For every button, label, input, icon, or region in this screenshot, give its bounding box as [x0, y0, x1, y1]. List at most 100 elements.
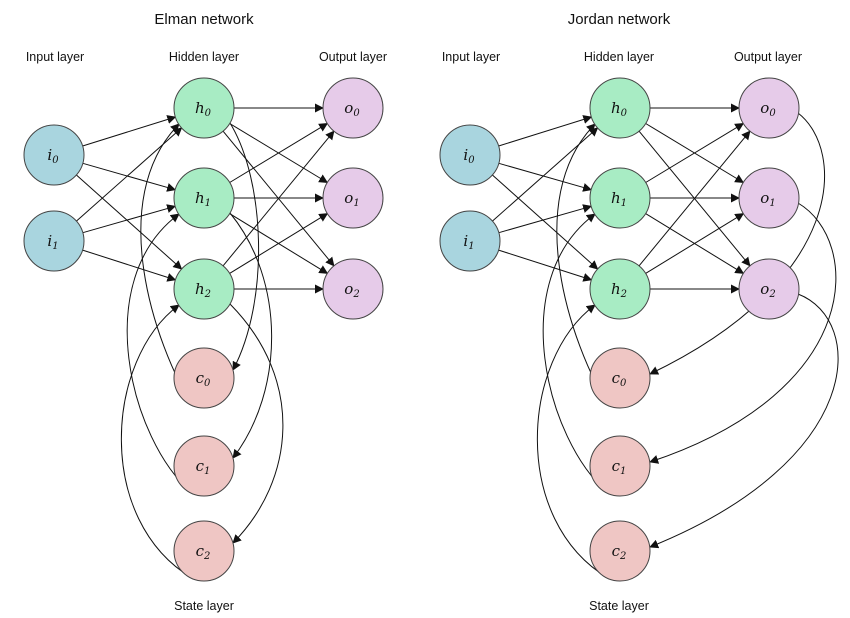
node-label: o2 — [344, 280, 359, 300]
output-layer-label: Output layer — [319, 50, 387, 64]
node-circle — [738, 258, 800, 320]
edge-h2-o0 — [222, 130, 335, 267]
node-c1: c1 — [589, 435, 651, 497]
node-label: c0 — [196, 369, 211, 389]
edge-i0-h0 — [498, 115, 593, 147]
hidden-layer-label: Hidden layer — [584, 50, 654, 64]
input-layer-label: Input layer — [442, 50, 500, 64]
node-h1: h1 — [173, 167, 235, 229]
node-label: o1 — [760, 189, 775, 209]
node-label: i0 — [47, 146, 59, 166]
state-layer-label: State layer — [174, 599, 234, 613]
node-circle — [439, 210, 501, 272]
node-circle — [589, 435, 651, 497]
node-h0: h0 — [173, 77, 235, 139]
node-circle — [23, 124, 85, 186]
edge-o0-c0 — [649, 112, 826, 375]
node-label: c2 — [612, 542, 627, 562]
node-c2: c2 — [589, 520, 651, 582]
node-label: h0 — [195, 99, 212, 119]
node-o0: o0 — [738, 77, 800, 139]
edge-h2-o1 — [229, 213, 329, 274]
node-circle — [589, 258, 651, 320]
node-c0: c0 — [589, 347, 651, 409]
node-c0: c0 — [173, 347, 235, 409]
edge-h1-c1 — [229, 212, 273, 459]
node-label: i0 — [463, 146, 475, 166]
state-layer-label: State layer — [589, 599, 649, 613]
node-i1: i1 — [439, 210, 501, 272]
node-o0: o0 — [322, 77, 384, 139]
edge-c1-h1 — [126, 213, 193, 494]
edge-h2-o0 — [638, 130, 751, 267]
node-o2: o2 — [322, 258, 384, 320]
edge-h2-o1 — [645, 213, 745, 274]
node-label: c1 — [612, 457, 627, 477]
edge-i1-h0 — [492, 127, 599, 222]
node-circle — [173, 167, 235, 229]
node-label: o0 — [344, 99, 360, 119]
edge-c2-h2 — [120, 304, 193, 579]
diagram-title: Elman network — [154, 11, 254, 28]
node-circle — [173, 435, 235, 497]
node-i0: i0 — [23, 124, 85, 186]
node-circle — [322, 258, 384, 320]
output-layer-label: Output layer — [734, 50, 802, 64]
node-label: c0 — [612, 369, 627, 389]
node-circle — [322, 167, 384, 229]
node-circle — [439, 124, 501, 186]
node-circle — [23, 210, 85, 272]
diagram-title: Jordan network — [568, 11, 671, 28]
edge-o1-c1 — [649, 202, 837, 464]
edge-i0-h1 — [498, 162, 593, 192]
edge-c2-h2 — [536, 304, 609, 579]
node-c1: c1 — [173, 435, 235, 497]
node-circle — [738, 77, 800, 139]
edge-i1-h2 — [82, 249, 177, 282]
edge-o2-c2 — [649, 293, 839, 549]
node-circle — [173, 347, 235, 409]
edge-i1-h1 — [498, 204, 593, 234]
edge-c1-h1 — [542, 213, 609, 494]
edge-i1-h1 — [82, 204, 177, 234]
node-h1: h1 — [589, 167, 651, 229]
node-label: o0 — [760, 99, 776, 119]
node-i1: i1 — [23, 210, 85, 272]
node-h2: h2 — [589, 258, 651, 320]
edge-h1-o0 — [645, 123, 745, 183]
edge-i0-h2 — [76, 174, 183, 270]
node-o2: o2 — [738, 258, 800, 320]
node-circle — [322, 77, 384, 139]
node-label: h1 — [195, 189, 211, 209]
input-layer-label: Input layer — [26, 50, 84, 64]
node-h2: h2 — [173, 258, 235, 320]
node-circle — [173, 77, 235, 139]
edge-i1-h2 — [498, 249, 593, 282]
node-o1: o1 — [322, 167, 384, 229]
node-label: c2 — [196, 542, 211, 562]
node-label: c1 — [196, 457, 211, 477]
node-circle — [173, 520, 235, 582]
edges — [76, 103, 335, 579]
edge-i0-h2 — [492, 174, 599, 270]
hidden-layer-label: Hidden layer — [169, 50, 239, 64]
node-label: i1 — [47, 232, 58, 252]
node-circle — [589, 520, 651, 582]
node-label: h2 — [195, 280, 211, 300]
node-label: o1 — [344, 189, 359, 209]
node-label: h1 — [611, 189, 627, 209]
node-circle — [589, 77, 651, 139]
node-label: h0 — [611, 99, 628, 119]
node-circle — [738, 167, 800, 229]
node-h0: h0 — [589, 77, 651, 139]
node-circle — [589, 167, 651, 229]
node-label: i1 — [463, 232, 474, 252]
edge-i1-h0 — [76, 127, 183, 222]
edge-i0-h1 — [82, 162, 177, 192]
edges — [492, 103, 839, 579]
node-circle — [173, 258, 235, 320]
